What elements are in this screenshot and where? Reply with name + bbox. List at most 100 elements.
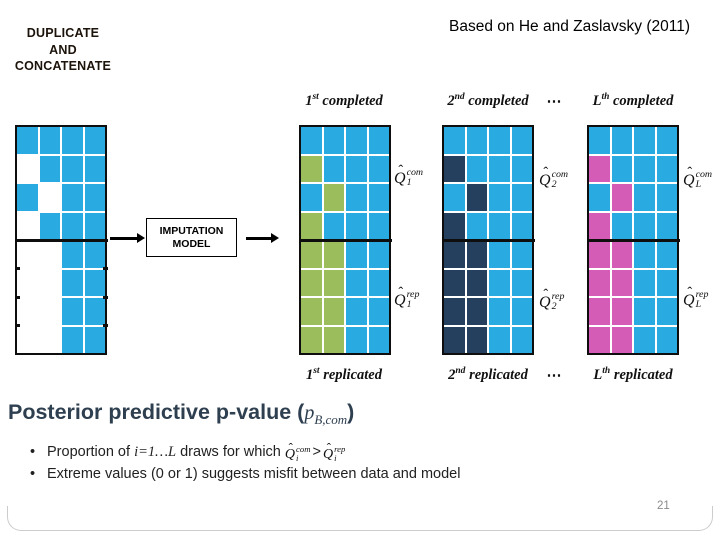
grid-cell [323, 127, 344, 154]
grid-cell [17, 184, 38, 211]
grid-cell [301, 184, 322, 211]
grid-cell [466, 269, 487, 296]
grid-tick [14, 267, 20, 270]
hat-accent: ˆ [543, 287, 549, 304]
grid-cell [634, 326, 655, 353]
grid-cell [634, 155, 655, 182]
grid-cell [323, 241, 344, 268]
bullet-marker: • [30, 466, 36, 482]
slide-frame-border [7, 506, 713, 531]
arrow-right-icon [110, 237, 137, 240]
bullet-marker: • [30, 444, 36, 460]
grid-cell [62, 298, 83, 325]
grid-cell [84, 212, 105, 239]
label-2nd-completed: 2nd completed [447, 92, 529, 109]
grid-cell [323, 326, 344, 353]
grid-cell [346, 127, 367, 154]
grid-cell [84, 127, 105, 154]
grid-cell [611, 298, 632, 325]
grid-cell [634, 212, 655, 239]
grid-cell [62, 184, 83, 211]
grid-cell [489, 155, 510, 182]
grid-cell [84, 184, 105, 211]
grid-cell [444, 326, 465, 353]
grid-tick [102, 324, 108, 327]
grid-cell [17, 155, 38, 182]
grid-cell [368, 241, 389, 268]
grid-cell [39, 212, 60, 239]
grid-cell [634, 241, 655, 268]
grid-cell [368, 298, 389, 325]
grid-cell [489, 127, 510, 154]
grid-cell [489, 298, 510, 325]
grid-divider [441, 238, 535, 242]
grid-cell [368, 155, 389, 182]
grid-cell [84, 269, 105, 296]
grid-cell [511, 127, 532, 154]
grid-cell [39, 184, 60, 211]
grid-cell [444, 212, 465, 239]
grid-cell [84, 155, 105, 182]
grid-cell [62, 155, 83, 182]
grid-tick [14, 296, 20, 299]
hat-accent: ˆ [398, 285, 404, 302]
grid-cell [656, 127, 677, 154]
hat-accent: ˆ [687, 285, 693, 302]
grid-cell [511, 298, 532, 325]
grid-cell [489, 241, 510, 268]
grid-cell [17, 241, 38, 268]
grid-cell [511, 184, 532, 211]
grid-cell [84, 326, 105, 353]
grid-cell [656, 298, 677, 325]
grid-cell [656, 184, 677, 211]
slide-title: DUPLICATE AND CONCATENATE [0, 25, 126, 75]
grid-cell [346, 155, 367, 182]
grid-tick [102, 267, 108, 270]
grid-cell [39, 241, 60, 268]
grid-cell [323, 184, 344, 211]
imputation-model-label: MODEL [172, 237, 211, 250]
grid-cell [62, 212, 83, 239]
grid-cell [511, 326, 532, 353]
grid-cell [466, 155, 487, 182]
grid-cell [656, 241, 677, 268]
grid-cell [511, 212, 532, 239]
grid-divider [298, 238, 392, 242]
grid-completed-1 [298, 125, 392, 355]
grid-cell [39, 269, 60, 296]
grid-cell [589, 241, 610, 268]
grid-cell [611, 155, 632, 182]
grid-cell [368, 212, 389, 239]
imputation-model-label: IMPUTATION [159, 225, 224, 237]
grid-cell [62, 269, 83, 296]
grid-cell [368, 127, 389, 154]
grid-cell [589, 326, 610, 353]
imputation-model-box: IMPUTATION MODEL [146, 218, 237, 257]
grid-cell [589, 298, 610, 325]
grid-cell [466, 212, 487, 239]
dots-replicated: ⋯ [546, 368, 562, 384]
grid-cell [611, 184, 632, 211]
label-2nd-replicated: 2nd replicated [448, 366, 528, 383]
grid-cell [17, 298, 38, 325]
grid-cell [62, 241, 83, 268]
grid-cell [489, 184, 510, 211]
grid-completed-L [586, 125, 680, 355]
grid-tick [102, 296, 108, 299]
grid-cell [466, 127, 487, 154]
grid-observed [14, 125, 108, 355]
hat-accent: ˆ [288, 440, 293, 455]
grid-cell [489, 212, 510, 239]
grid-cell [444, 155, 465, 182]
grid-cell [634, 184, 655, 211]
slide-title-line: DUPLICATE [26, 26, 100, 40]
grid-cell [589, 127, 610, 154]
grid-cell [656, 155, 677, 182]
slide-title-line: AND [49, 42, 77, 57]
grid-cell [368, 184, 389, 211]
